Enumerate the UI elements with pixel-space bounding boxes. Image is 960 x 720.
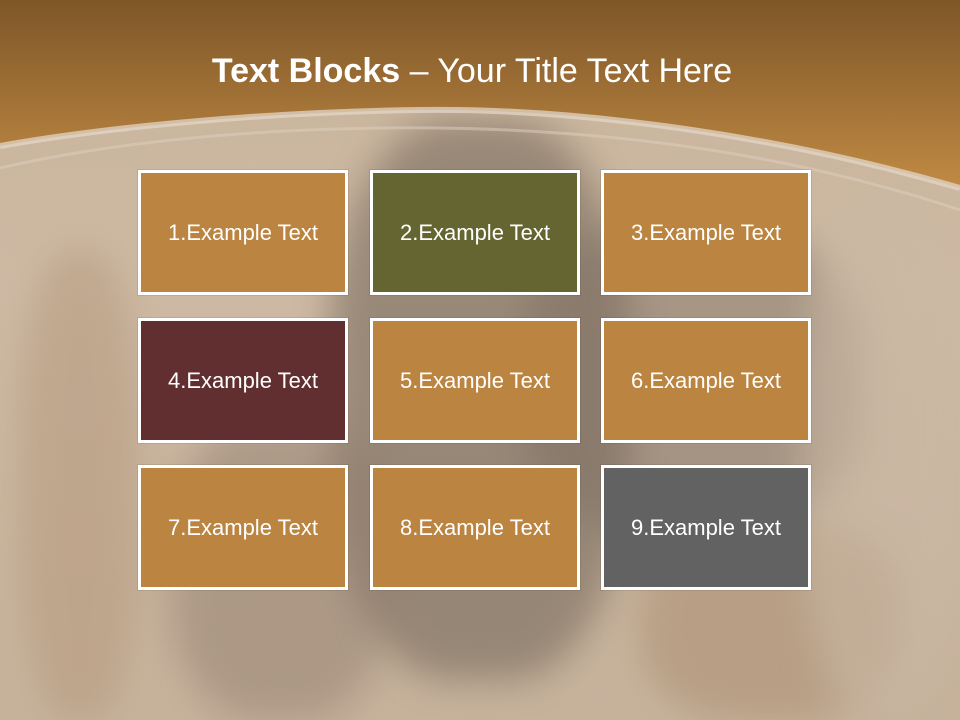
text-block-2[interactable]: 2.Example Text (370, 170, 580, 295)
text-block-7[interactable]: 7.Example Text (138, 465, 348, 590)
text-block-5[interactable]: 5.Example Text (370, 318, 580, 443)
title-bold: Text Blocks (211, 52, 401, 90)
text-block-grid: 1.Example Text 2.Example Text 3.Example … (138, 170, 814, 594)
text-block-label: 5.Example Text (399, 367, 550, 393)
text-block-label: 2.Example Text (399, 219, 550, 245)
text-block-3[interactable]: 3.Example Text (601, 170, 811, 295)
text-block-9[interactable]: 9.Example Text (601, 465, 811, 590)
title-rest: Your Title Text Here (437, 52, 733, 90)
text-block-label: 1.Example Text (167, 219, 318, 245)
text-block-label: 6.Example Text (630, 367, 781, 393)
slide-title: Text Blocks – Your Title Text Here (0, 52, 944, 91)
text-block-1[interactable]: 1.Example Text (138, 170, 348, 295)
header-band (0, 0, 960, 212)
text-block-label: 8.Example Text (399, 514, 550, 540)
text-block-label: 9.Example Text (630, 514, 781, 540)
text-block-6[interactable]: 6.Example Text (601, 318, 811, 443)
title-dash: – (400, 52, 438, 90)
text-block-8[interactable]: 8.Example Text (370, 465, 580, 590)
text-block-label: 3.Example Text (630, 219, 781, 245)
text-block-label: 7.Example Text (167, 514, 318, 540)
text-block-4[interactable]: 4.Example Text (138, 318, 348, 443)
text-block-label: 4.Example Text (167, 367, 318, 393)
